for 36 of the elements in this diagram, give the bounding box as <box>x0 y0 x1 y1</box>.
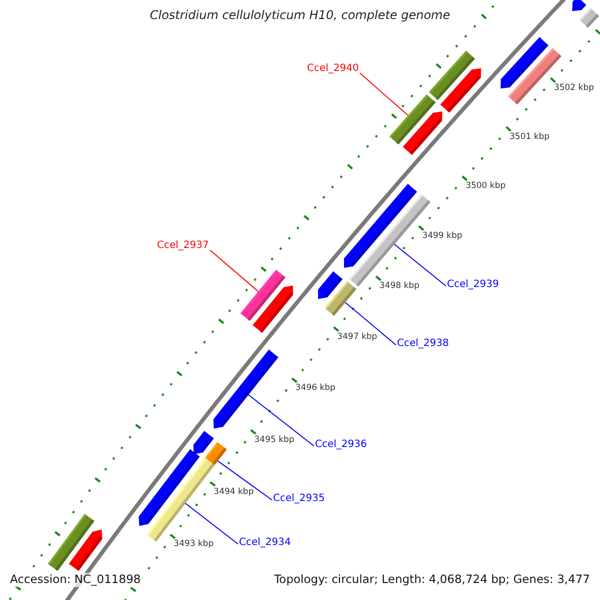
scale-label: 3499 kbp <box>422 231 462 242</box>
scale-label: 3495 kbp <box>254 434 294 446</box>
leader-line <box>248 394 314 446</box>
gene-feature <box>402 111 442 155</box>
genome-info-label: Topology: circular; Length: 4,068,724 bp; Genes: 3,477 <box>272 573 592 587</box>
map-title: Clostridium cellulolyticum H10, complete genome <box>148 8 452 22</box>
gene-feature <box>213 350 278 429</box>
gene-label: Ccel_2940 <box>307 63 359 75</box>
gene-feature <box>138 449 200 526</box>
gene-feature <box>572 0 586 12</box>
scale-label: 3502 kbp <box>554 83 594 94</box>
accession-label: Accession: NC_011898 <box>8 573 143 587</box>
leader-line <box>209 250 259 292</box>
scale-label: 3493 kbp <box>174 539 214 550</box>
scale-label: 3501 kbp <box>510 132 550 142</box>
gene-feature <box>193 431 214 454</box>
leader-line <box>394 244 446 286</box>
gene-feature <box>252 285 294 333</box>
scale-label: 3500 kbp <box>466 181 506 192</box>
gene-label: Ccel_2938 <box>397 338 449 350</box>
leader-line <box>344 302 396 346</box>
gene-feature <box>440 68 482 113</box>
gene-label: Ccel_2937 <box>157 240 209 252</box>
gene-feature <box>68 530 102 571</box>
gene-feature <box>579 8 600 28</box>
scale-label: 3498 kbp <box>379 281 420 292</box>
gene-label: Ccel_2936 <box>315 439 367 451</box>
leader-line <box>359 72 409 116</box>
gene-label: Ccel_2934 <box>239 537 291 549</box>
scale-label: 3497 kbp <box>337 332 378 342</box>
gene-label: Ccel_2939 <box>447 279 499 291</box>
scale-label: 3496 kbp <box>295 383 336 394</box>
gene-feature <box>318 271 342 299</box>
gene-feature <box>344 184 417 268</box>
gene-label: Ccel_2935 <box>273 493 325 505</box>
scale-label: 3494 kbp <box>214 486 254 498</box>
